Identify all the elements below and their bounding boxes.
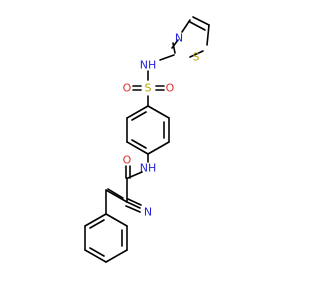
thiazole-ring <box>171 16 210 58</box>
sulfonamide-bonds <box>147 54 175 81</box>
thiazole-sulfur-label: S <box>193 51 200 64</box>
carbonyl-oxygen-label: O <box>123 154 132 167</box>
nitrile-bonds <box>125 198 142 213</box>
atom-labels: N S NH S O O O NH N <box>123 32 200 219</box>
sulfonyl-oxygen-bonds <box>132 85 165 91</box>
nitrile-nitrogen-label: N <box>144 206 152 219</box>
phenyl-ring <box>84 213 128 263</box>
sulfonyl-oxygen-right-label: O <box>166 82 175 95</box>
amide-nh-label: NH <box>140 162 157 175</box>
alkene-bonds <box>105 188 128 203</box>
sulfonamide-nh-label: NH <box>140 59 157 72</box>
chemical-structure: N S NH S O O O NH N <box>84 16 210 263</box>
sulfonyl-sulfur-label: S <box>145 82 152 95</box>
sulfonyl-oxygen-left-label: O <box>123 82 132 95</box>
carbonyl-bonds <box>125 165 131 179</box>
thiazole-nitrogen-label: N <box>175 32 183 45</box>
phenylene-ring <box>126 105 170 155</box>
